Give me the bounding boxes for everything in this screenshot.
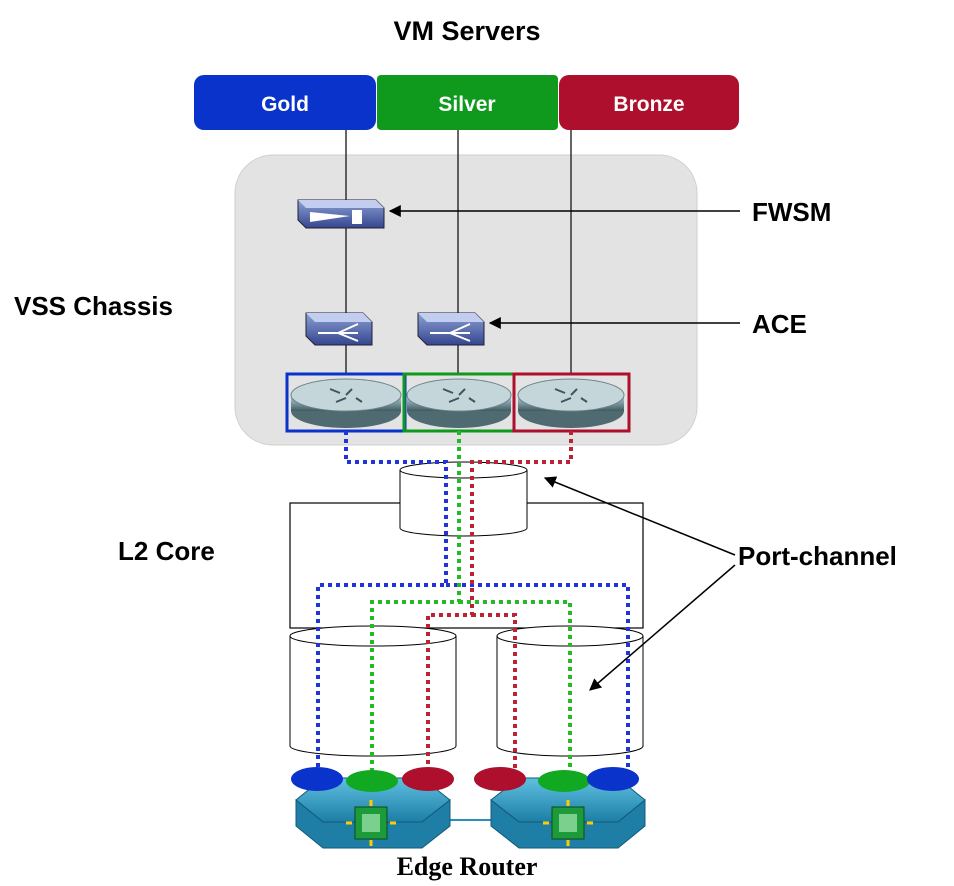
firewall-module-icon	[297, 199, 385, 229]
load-balancer-icon	[305, 312, 373, 346]
tier-gold-label: Gold	[261, 93, 309, 116]
port-channel-top	[399, 461, 528, 537]
fwsm-label: FWSM	[752, 197, 831, 227]
tier-bronze-label: Bronze	[613, 93, 684, 116]
tier-bronze: Bronze	[559, 75, 739, 130]
diagram-title: VM Servers	[393, 16, 540, 46]
port-channel-arrow-bottom	[589, 564, 736, 691]
edge-router-label: Edge Router	[397, 852, 538, 881]
bronze-dotted-link	[426, 431, 573, 776]
edge-router-icon	[474, 767, 646, 849]
load-balancer-icon	[417, 312, 485, 346]
port-channel-label: Port-channel	[738, 541, 897, 571]
edge-router-icon	[291, 767, 454, 849]
tier-silver-label: Silver	[438, 93, 495, 116]
silver-dotted-link	[370, 431, 572, 780]
tier-silver: Silver	[377, 75, 558, 130]
tier-gold: Gold	[194, 75, 376, 130]
gold-dotted-link	[316, 431, 630, 770]
port-channel-arrow-top	[543, 476, 736, 556]
l2-core-label: L2 Core	[118, 536, 215, 566]
vss-router-bronze	[512, 372, 631, 433]
ace-label: ACE	[752, 309, 807, 339]
vss-chassis-label: VSS Chassis	[14, 291, 173, 321]
